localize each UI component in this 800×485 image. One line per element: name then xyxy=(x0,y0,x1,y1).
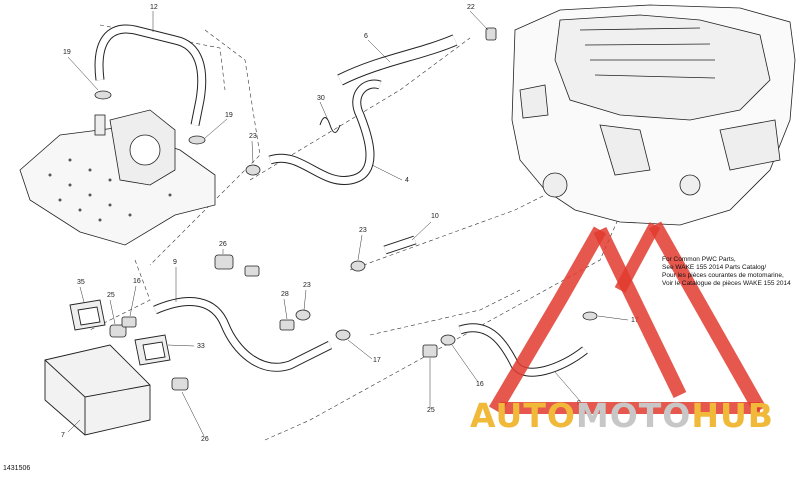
callout-22: 22 xyxy=(467,4,475,11)
callout-6: 6 xyxy=(364,33,368,40)
callout-35: 35 xyxy=(77,279,85,286)
callout-10: 10 xyxy=(431,213,439,220)
spring-clip-30 xyxy=(319,117,341,133)
callout-leaders xyxy=(67,10,629,437)
callout-9: 9 xyxy=(173,259,177,266)
callout-12: 12 xyxy=(150,4,158,11)
callout-25b: 25 xyxy=(427,407,435,414)
callout-16b: 16 xyxy=(476,381,484,388)
note-line-3: Pour les pièces courantes de motomarine, xyxy=(662,272,784,279)
mounting-plate xyxy=(19,109,216,246)
brand-part-hub: HUB xyxy=(691,396,774,435)
callouts: 12 19 19 22 6 30 23 4 10 23 26 9 23 35 1… xyxy=(61,4,639,443)
callout-26a: 26 xyxy=(219,241,227,248)
watermark-brand: AUTOMOTOHUB xyxy=(470,396,774,436)
callout-16a: 16 xyxy=(133,278,141,285)
callout-33: 33 xyxy=(197,343,205,350)
catalog-note: For Common PWC Parts, See WAKE 155 2014 … xyxy=(662,256,796,288)
note-line-4: Voir le Catalogue de pièces WAKE 155 201… xyxy=(662,280,791,287)
brand-part-auto: AUTO xyxy=(470,396,576,435)
callout-23b: 23 xyxy=(359,227,367,234)
callout-23c: 23 xyxy=(303,282,311,289)
callout-23a: 23 xyxy=(249,133,257,140)
callout-4: 4 xyxy=(405,177,409,184)
hoses xyxy=(94,24,588,377)
callout-25a: 25 xyxy=(107,292,115,299)
fittings xyxy=(94,27,598,391)
callout-30: 30 xyxy=(317,95,325,102)
note-line-2: See WAKE 155 2014 Parts Catalog/ xyxy=(662,264,767,271)
callout-19b: 19 xyxy=(225,112,233,119)
watermark-logo xyxy=(488,221,767,414)
callout-26b: 26 xyxy=(201,436,209,443)
callout-17b: 17 xyxy=(631,317,639,324)
callout-19a: 19 xyxy=(63,49,71,56)
callout-17a: 17 xyxy=(373,357,381,364)
callout-7: 7 xyxy=(61,432,65,439)
brand-part-moto: MOTO xyxy=(575,396,692,435)
plate-holes xyxy=(48,158,172,222)
diagram-id: 1431506 xyxy=(3,465,31,472)
callout-28: 28 xyxy=(281,291,289,298)
note-line-1: For Common PWC Parts, xyxy=(662,256,736,263)
dashed-leaders xyxy=(89,24,621,441)
engine-assembly xyxy=(511,4,796,226)
brackets xyxy=(69,299,171,366)
heat-exchanger xyxy=(44,344,151,436)
